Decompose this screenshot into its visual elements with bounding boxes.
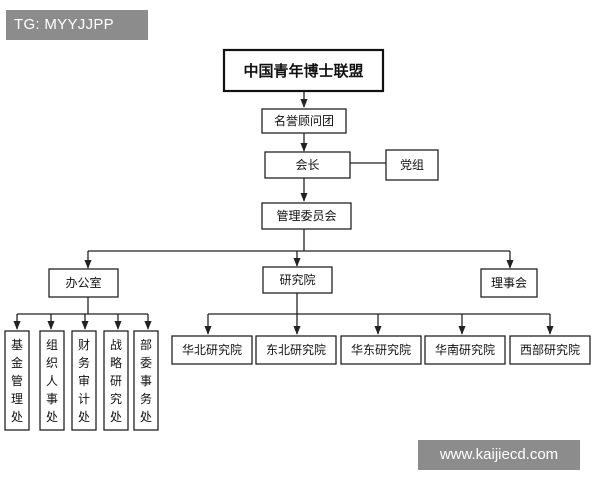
institute-label-0: 华北研究院 [182,342,242,357]
node-management-label: 管理委员会 [276,208,336,223]
dept-2: 财务审计处 [71,330,97,431]
node-party: 党组 [385,149,439,181]
dept-label-3: 战略研究处 [110,338,122,424]
watermark-top-left: TG: MYYJJPP [6,10,148,40]
institute-4: 西部研究院 [509,335,591,365]
institute-label-3: 华南研究院 [435,342,495,357]
node-research: 研究院 [262,266,333,294]
dept-label-4: 部委事务处 [140,337,152,424]
office-departments: 基金管理处 组织人事处 财务审计处 战略研究处 部委事务处 [4,330,159,431]
watermark-bottom-right: www.kaijiecd.com [418,440,580,470]
node-management: 管理委员会 [261,202,352,230]
dept-0: 基金管理处 [4,330,30,431]
node-top-label: 中国青年博士联盟 [243,62,363,80]
dept-label-1: 组织人事处 [46,338,58,424]
node-president: 会长 [264,151,351,179]
research-institutes: 华北研究院 东北研究院 华东研究院 华南研究院 西部研究院 [171,335,591,365]
institute-2: 华东研究院 [340,335,422,365]
node-top: 中国青年博士联盟 [222,48,385,93]
dept-label-2: 财务审计处 [78,338,90,424]
node-party-label: 党组 [400,157,424,172]
dept-4: 部委事务处 [133,330,159,431]
institute-3: 华南研究院 [424,335,506,365]
node-office: 办公室 [48,268,119,298]
connector-lines [13,91,554,335]
institute-label-4: 西部研究院 [520,342,580,357]
dept-1: 组织人事处 [39,330,65,431]
institute-0: 华北研究院 [171,335,253,365]
node-office-label: 办公室 [65,275,101,290]
node-council: 理事会 [480,268,538,298]
node-council-label: 理事会 [491,276,527,290]
node-research-label: 研究院 [279,272,315,287]
node-advisory: 名誉顾问团 [261,108,347,134]
institute-label-2: 华东研究院 [351,342,411,357]
dept-3: 战略研究处 [103,330,129,431]
node-president-label: 会长 [295,158,319,172]
node-advisory-label: 名誉顾问团 [274,113,334,128]
dept-label-0: 基金管理处 [11,338,23,424]
institute-label-1: 东北研究院 [266,342,326,357]
institute-1: 东北研究院 [255,335,337,365]
